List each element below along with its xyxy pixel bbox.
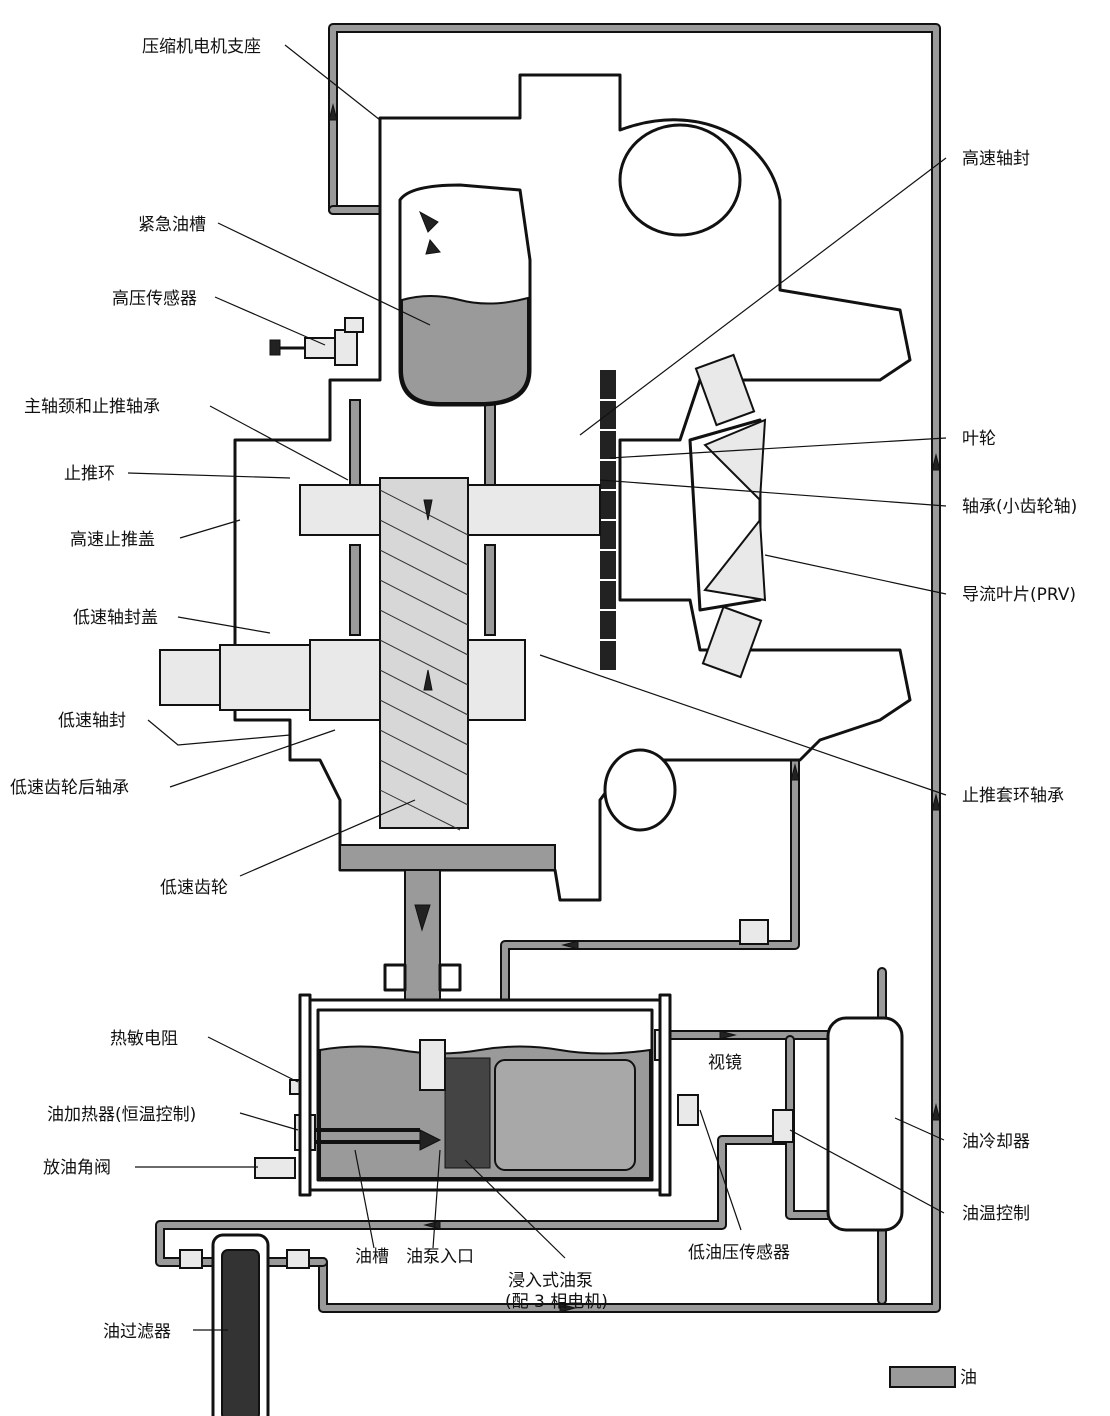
label-submerged-pump-1: 浸入式油泵 bbox=[508, 1271, 593, 1291]
label-low-oil-pressure-sensor: 低油压传感器 bbox=[688, 1243, 790, 1263]
label-main-journal-thrust: 主轴颈和止推轴承 bbox=[24, 397, 160, 417]
label-low-speed-seal: 低速轴封 bbox=[58, 711, 126, 731]
label-thrust-ring: 止推环 bbox=[64, 464, 115, 484]
label-pump-inlet: 油泵入口 bbox=[406, 1247, 474, 1267]
label-submerged-pump-2: (配 3 相电机) bbox=[505, 1292, 608, 1312]
legend: 油 bbox=[889, 1366, 977, 1388]
label-drain-valve: 放油角阀 bbox=[43, 1158, 111, 1178]
label-high-speed-thrust-cover: 高速止推盖 bbox=[70, 530, 155, 550]
legend-oil-swatch bbox=[889, 1366, 956, 1388]
guide-vane-lower bbox=[703, 517, 767, 602]
labels: 压缩机电机支座 高速轴封 紧急油槽 高压传感器 主轴颈和止推轴承 叶轮 止推环 … bbox=[10, 37, 1077, 1342]
low-speed-gear-part bbox=[379, 477, 469, 829]
label-emergency-tank: 紧急油槽 bbox=[138, 215, 206, 235]
label-motor-support: 压缩机电机支座 bbox=[142, 37, 261, 57]
label-oil-cooler: 油冷却器 bbox=[962, 1132, 1030, 1152]
guide-vane-upper bbox=[703, 418, 767, 503]
label-impeller: 叶轮 bbox=[962, 429, 996, 449]
label-oil-sump: 油槽 bbox=[355, 1247, 389, 1267]
label-thrust-collar-bearing: 止推套环轴承 bbox=[962, 786, 1064, 806]
label-thermistor: 热敏电阻 bbox=[110, 1029, 178, 1049]
label-pinion-bearing: 轴承(小齿轮轴) bbox=[962, 497, 1077, 517]
oil-cooler-unit bbox=[739, 919, 904, 1232]
oil-sump-tank bbox=[254, 993, 699, 1197]
label-low-speed-gear-rear-bearing: 低速齿轮后轴承 bbox=[10, 778, 129, 798]
emergency-oil-tank bbox=[269, 183, 532, 407]
label-sight-glass: 视镜 bbox=[708, 1053, 742, 1073]
label-high-speed-seal: 高速轴封 bbox=[962, 149, 1030, 169]
label-high-pressure-sensor: 高压传感器 bbox=[112, 289, 197, 309]
label-guide-vanes: 导流叶片(PRV) bbox=[962, 585, 1076, 605]
legend-oil-label: 油 bbox=[960, 1368, 977, 1388]
label-oil-filter: 油过滤器 bbox=[103, 1322, 171, 1342]
label-low-speed-gear: 低速齿轮 bbox=[160, 878, 228, 898]
label-low-speed-seal-cover: 低速轴封盖 bbox=[73, 608, 158, 628]
label-oil-heater: 油加热器(恒温控制) bbox=[47, 1105, 196, 1125]
label-oil-temp-control: 油温控制 bbox=[962, 1204, 1030, 1224]
leader-lines bbox=[127, 44, 947, 1331]
oil-filter-unit bbox=[179, 1233, 310, 1416]
